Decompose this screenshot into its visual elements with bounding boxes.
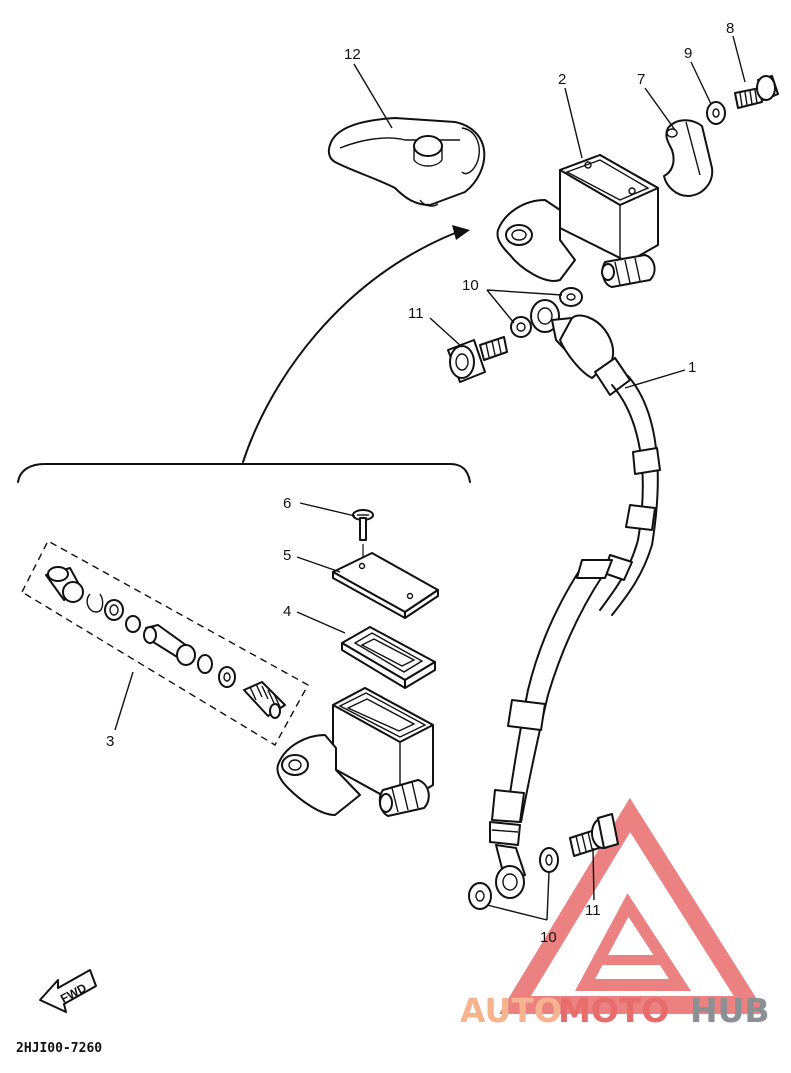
part-11-bolt-top <box>447 336 508 383</box>
callout-10-top: 10 <box>462 277 479 294</box>
callout-4: 4 <box>283 603 291 620</box>
part-8-bolt <box>734 75 779 109</box>
part-5-cap <box>332 552 439 619</box>
callout-10-bottom: 10 <box>540 929 557 946</box>
callout-5: 5 <box>283 547 291 564</box>
callout-11-top: 11 <box>408 305 424 322</box>
part-1-brake-hose <box>489 299 661 899</box>
fwd-arrow: FWD <box>39 969 97 1013</box>
callout-9: 9 <box>684 45 692 62</box>
watermark-hub: HUB <box>690 991 770 1030</box>
part-10-washers-top <box>510 287 583 338</box>
watermark-moto: MOTO <box>558 991 669 1030</box>
inset-pointer <box>17 225 471 483</box>
callout-labels: 12 2 7 9 8 10 11 1 6 5 4 3 11 10 <box>106 20 734 946</box>
part-3-piston-kit <box>21 540 309 746</box>
watermark-logo <box>499 797 767 1014</box>
callout-3: 3 <box>106 733 114 750</box>
leader-lines <box>114 35 746 921</box>
callout-11-bottom: 11 <box>585 902 601 919</box>
callout-6: 6 <box>283 495 291 512</box>
part-12-cover <box>327 117 486 207</box>
watermark-auto: AUTO <box>460 991 562 1030</box>
callout-12: 12 <box>344 46 361 63</box>
callout-2: 2 <box>558 71 566 88</box>
callout-8: 8 <box>726 20 734 37</box>
part-7-clamp <box>663 119 714 197</box>
part-6-screw <box>352 509 374 562</box>
diagram-code: 2HJI00-7260 <box>16 1041 102 1056</box>
callout-1: 1 <box>688 359 696 376</box>
part-9-washer <box>706 101 726 125</box>
watermark-text: AUTO MOTO HUB <box>460 991 770 1030</box>
callout-7: 7 <box>637 71 645 88</box>
part-3-master-cylinder-body <box>276 687 434 817</box>
part-4-diaphragm <box>341 626 436 689</box>
part-2-master-cylinder <box>496 154 659 288</box>
part-11-bolt-bottom <box>569 813 619 857</box>
